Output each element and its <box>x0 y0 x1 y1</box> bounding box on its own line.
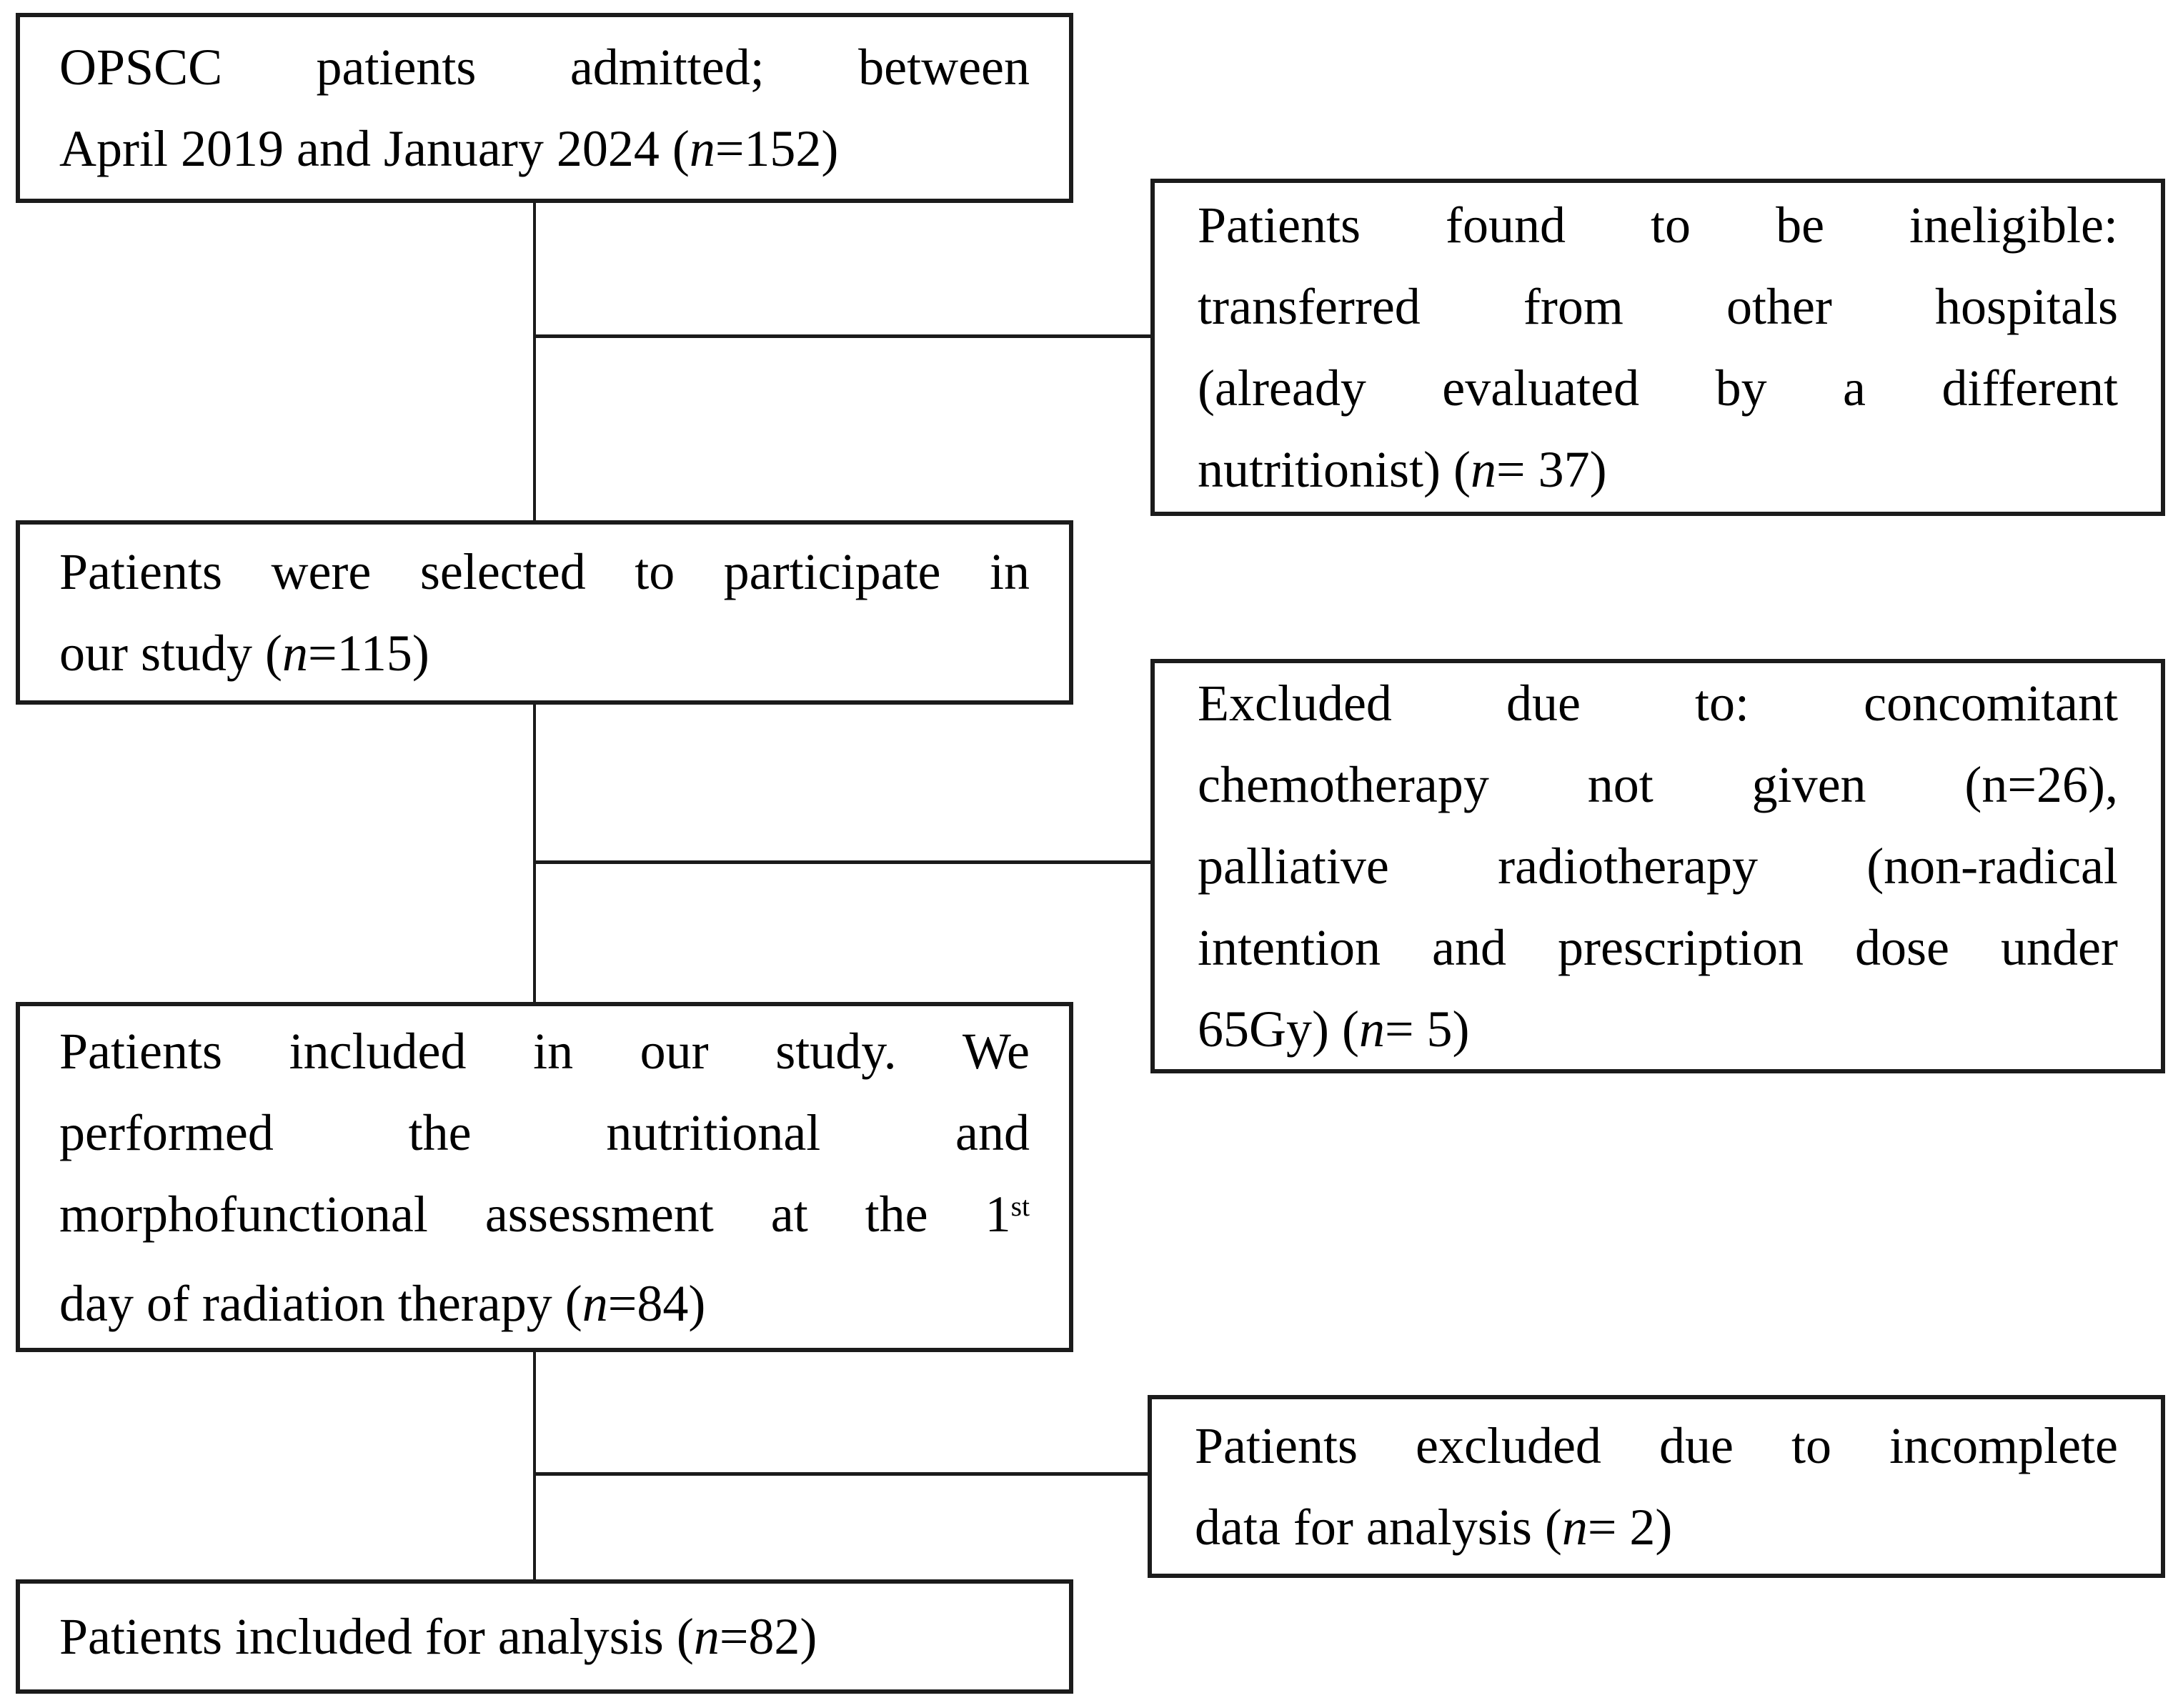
text-line: Patients found to be ineligible: <box>1198 184 2118 266</box>
flow-box-included-analysis: Patients included for analysis (n=82) <box>16 1579 1073 1694</box>
text-segment: =84) <box>607 1274 706 1332</box>
text-line: Patients included in our study. We <box>59 1011 1030 1092</box>
text-line: palliative radiotherapy (non-radical <box>1198 825 2118 907</box>
text-segment: n <box>282 625 308 682</box>
connector-branch-ineligible <box>534 334 1150 338</box>
text-segment: chemotherapy not given (n=26), <box>1198 756 2118 813</box>
flow-box-selected: Patients were selected to participate in… <box>16 520 1073 705</box>
flow-box-excluded-therapy: Excluded due to: concomitant chemotherapy… <box>1150 659 2165 1073</box>
text-segment: n <box>1358 1001 1385 1058</box>
text-line: day of radiation therapy (n=84) <box>59 1263 1030 1344</box>
text-segment: = 5) <box>1384 1001 1470 1058</box>
text-segment: n <box>1561 1499 1588 1556</box>
text-segment: performed the nutritional and <box>59 1103 1030 1161</box>
connector-vertical-2 <box>533 705 536 1003</box>
text-line: transferred from other hospitals <box>1198 266 2118 347</box>
text-segment: data for analysis ( <box>1195 1499 1562 1556</box>
text-line: (already evaluated by a different <box>1198 347 2118 429</box>
text-line: Patients excluded due to incomplete <box>1195 1405 2118 1486</box>
text-segment: Patients included in our study. We <box>59 1022 1030 1080</box>
text-segment: (already evaluated by a different <box>1198 359 2118 417</box>
connector-vertical-1 <box>533 203 536 522</box>
text-segment: = 2) <box>1587 1499 1673 1556</box>
text-line: April 2019 and January 2024 (n=152) <box>59 108 1030 189</box>
text-segment: = 37) <box>1496 441 1607 498</box>
text-line: nutritionist) (n= 37) <box>1198 429 2118 510</box>
text-segment: Excluded due to: concomitant <box>1198 675 2118 732</box>
connector-branch-excluded-therapy <box>534 860 1150 864</box>
text-segment: =115) <box>307 625 429 682</box>
flow-box-ineligible: Patients found to be ineligible: transfer… <box>1150 179 2165 516</box>
text-line: intention and prescription dose under <box>1198 907 2118 988</box>
text-segment: Patients included for analysis ( <box>59 1608 694 1665</box>
text-segment: n <box>689 120 715 177</box>
text-segment: day of radiation therapy ( <box>59 1274 582 1332</box>
text-line: morphofunctional assessment at the 1st <box>59 1173 1030 1263</box>
text-segment: Patients found to be ineligible: <box>1198 197 2118 254</box>
connector-vertical-3 <box>533 1352 536 1581</box>
text-segment: morphofunctional assessment at the 1 <box>59 1185 1011 1243</box>
text-line: Patients included for analysis (n=82) <box>59 1596 1030 1677</box>
text-segment: palliative radiotherapy (non-radical <box>1198 838 2118 895</box>
flow-box-excluded-data: Patients excluded due to incomplete data … <box>1148 1395 2165 1578</box>
text-line: OPSCC patients admitted; between <box>59 26 1030 108</box>
superscript-text: st <box>1010 1190 1030 1222</box>
text-line: data for analysis (n= 2) <box>1195 1486 2118 1568</box>
flow-box-included-study: Patients included in our study. We perfor… <box>16 1002 1073 1352</box>
text-line: our study (n=115) <box>59 612 1030 694</box>
text-segment: =152) <box>715 120 839 177</box>
text-segment: 65Gy) ( <box>1198 1001 1359 1058</box>
text-segment: April 2019 and January 2024 ( <box>59 120 690 177</box>
text-segment: =82) <box>719 1608 817 1665</box>
text-segment: our study ( <box>59 625 282 682</box>
text-line: Patients were selected to participate in <box>59 531 1030 612</box>
text-line: Excluded due to: concomitant <box>1198 662 2118 744</box>
text-segment: intention and prescription dose under <box>1198 919 2118 976</box>
text-segment: transferred from other hospitals <box>1198 278 2118 335</box>
text-segment: Patients excluded due to incomplete <box>1195 1417 2118 1474</box>
text-segment: n <box>1470 441 1496 498</box>
text-line: 65Gy) (n= 5) <box>1198 988 2118 1070</box>
text-segment: nutritionist) ( <box>1198 441 1471 498</box>
text-segment: OPSCC patients admitted; between <box>59 39 1030 96</box>
text-line: chemotherapy not given (n=26), <box>1198 744 2118 825</box>
text-segment: Patients were selected to participate in <box>59 543 1030 600</box>
text-segment: n <box>693 1608 720 1665</box>
text-segment: n <box>582 1274 608 1332</box>
connector-branch-excluded-data <box>534 1472 1148 1476</box>
text-line: performed the nutritional and <box>59 1092 1030 1173</box>
